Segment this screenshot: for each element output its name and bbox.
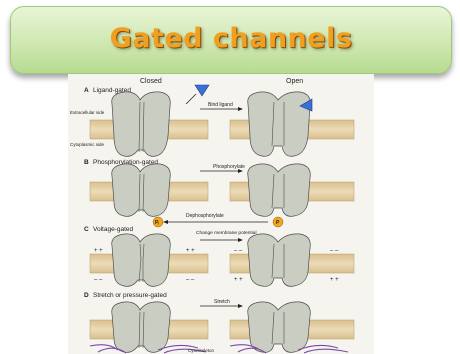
- charge-c-open-top-left: – –: [234, 248, 243, 254]
- panel-c-letter: C: [84, 226, 89, 233]
- arrow-b-back-label: Dephosphorylate: [186, 213, 224, 219]
- channel-b-closed: [112, 164, 171, 217]
- pi-label: Pᵢ: [155, 220, 159, 226]
- charge-c-open-bottom-right: + +: [330, 277, 339, 283]
- channel-a-closed: [112, 92, 171, 156]
- channel-figure: Closed Open Extracellular side Cytoplasm…: [68, 74, 374, 354]
- panel-c: C Voltage-gated + + + + – – – – – – – – …: [84, 226, 354, 286]
- col-closed-label: Closed: [140, 78, 162, 85]
- panel-c-title: Voltage-gated: [93, 226, 134, 233]
- charge-c-closed-bottom-right: – –: [186, 277, 195, 283]
- channel-a-open: [248, 92, 311, 156]
- channel-d-open: [248, 302, 311, 352]
- arrow-b-top-label: Phosphorylate: [213, 164, 245, 170]
- charge-c-closed-top-right: + +: [186, 248, 195, 254]
- panel-b-letter: B: [84, 159, 89, 166]
- arrow-c-label: Change membrane potential: [196, 230, 257, 236]
- charge-c-closed-top-left: + +: [94, 248, 103, 254]
- panel-d: D Stretch or pressure-gated Stretch Cyto…: [84, 292, 354, 353]
- cytoplasmic-label: Cytoplasmic side: [70, 142, 105, 147]
- channel-b-open: [248, 164, 311, 216]
- col-open-label: Open: [286, 78, 303, 85]
- page-title: Gated channels: [11, 23, 451, 54]
- arrow-d-label: Stretch: [214, 299, 230, 305]
- arrow-a-label: Bind ligand: [208, 102, 233, 108]
- charge-c-closed-bottom-left: – –: [94, 277, 103, 283]
- panel-b: B Phosphorylation-gated Phosphorylate De…: [84, 159, 354, 227]
- charge-c-open-bottom-left: + +: [234, 277, 243, 283]
- panel-a: A Ligand-gated Bind ligand: [84, 85, 354, 156]
- channel-d-closed: [112, 302, 171, 353]
- panel-a-letter: A: [84, 87, 89, 94]
- extracellular-label: Extracellular side: [70, 110, 105, 115]
- cytoskeleton-label: Cytoskeleton: [188, 348, 215, 353]
- figure-svg: Closed Open Extracellular side Cytoplasm…: [68, 74, 374, 354]
- panel-d-title: Stretch or pressure-gated: [93, 292, 167, 299]
- panel-d-letter: D: [84, 292, 89, 299]
- title-banner: Gated channels: [10, 6, 452, 74]
- channel-c-open: [248, 234, 311, 286]
- charge-c-open-top-right: – –: [330, 248, 339, 254]
- ligand-icon: [195, 85, 209, 96]
